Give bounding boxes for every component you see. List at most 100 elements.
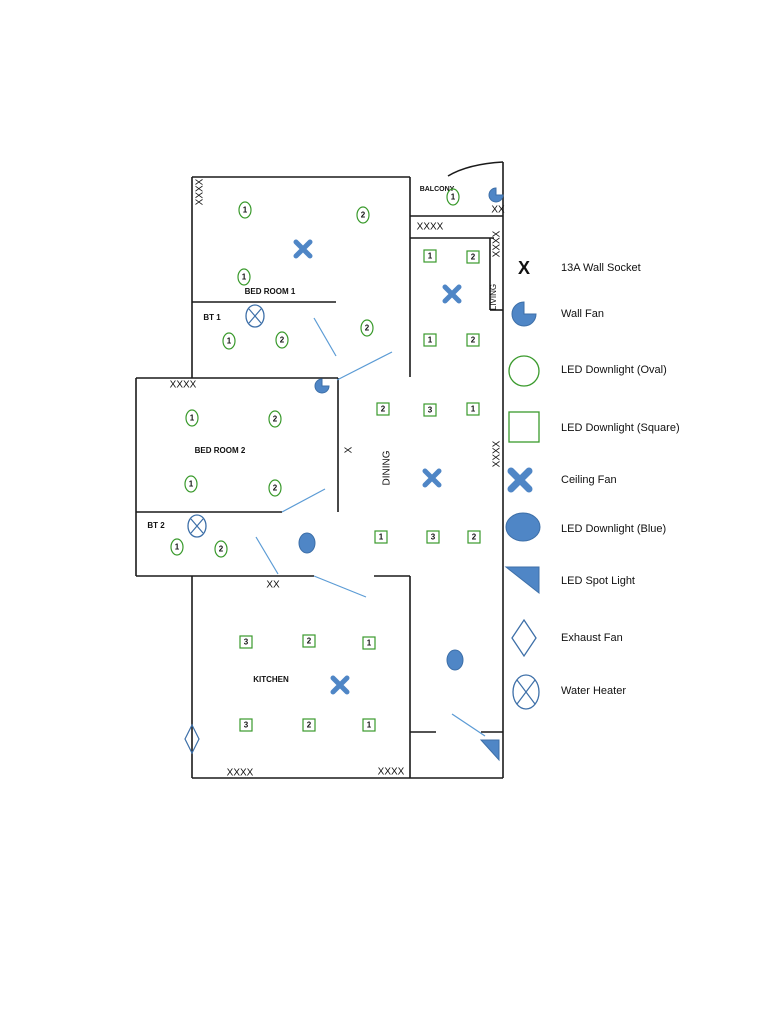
led-downlight-oval: 1: [237, 268, 251, 286]
led-downlight-oval: 2: [360, 319, 374, 337]
fixture-number: 1: [175, 543, 180, 552]
led-downlight-square: 2: [467, 530, 481, 544]
kitchen-label: KITCHEN: [253, 675, 289, 684]
bed-room-1-label: BED ROOM 1: [245, 287, 296, 296]
fixture-number: 3: [431, 533, 436, 542]
led-downlight-square: 1: [466, 402, 480, 416]
led-downlight-oval: 1: [184, 475, 198, 493]
led-downlight-square: 2: [302, 718, 316, 732]
door-swing: [281, 488, 326, 513]
fixture-number: 2: [273, 484, 278, 493]
wall-socket-icon: X: [518, 258, 530, 278]
legend-label-led-spot-light: LED Spot Light: [561, 575, 635, 587]
fixture-number: 2: [381, 405, 386, 414]
living-label: LIVING: [489, 284, 498, 310]
ceiling-fan: [442, 284, 462, 304]
bt-1-label: BT 1: [203, 313, 221, 322]
ceiling-fan: [293, 239, 313, 259]
fixture-number: 2: [273, 415, 278, 424]
led-downlight-oval: 2: [268, 479, 282, 497]
fixture-number: 1: [428, 252, 433, 261]
led-downlight-oval: 1: [170, 538, 184, 556]
fixture-number: 1: [428, 336, 433, 345]
led-downlight-square-icon: [508, 411, 540, 443]
wall-socket-label: XXXX: [195, 178, 206, 205]
fixture-number: 1: [243, 206, 248, 215]
fixture-number: 3: [244, 721, 249, 730]
led-downlight-blue-icon: [505, 512, 541, 542]
door-swing: [336, 351, 393, 381]
wall-fan: [314, 378, 330, 394]
led-downlight-oval: 1: [238, 201, 252, 219]
legend-label-ceiling-fan: Ceiling Fan: [561, 474, 617, 486]
fixture-number: 2: [472, 533, 477, 542]
wall-socket-label: XXXX: [492, 230, 503, 257]
led-downlight-square: 2: [376, 402, 390, 416]
led-downlight-square: 2: [466, 250, 480, 264]
legend-label-led-downlight-blue: LED Downlight (Blue): [561, 523, 667, 535]
led-downlight-square: 3: [426, 530, 440, 544]
dining-label: DINING: [382, 450, 393, 485]
led-downlight-oval: 2: [214, 540, 228, 558]
fixtures: 1 2 1 1 2 2 1 1 2 1 2 2 3 1 1 3 2 1 2 1 2 1 2 3 2 1 3 2 1: [170, 187, 504, 762]
exhaust-fan: [184, 723, 200, 755]
bt-2-label: BT 2: [147, 521, 165, 530]
wall-socket-label: XXXX: [378, 767, 405, 778]
wall-socket-label: XXXX: [170, 380, 197, 391]
fixture-number: 3: [244, 638, 249, 647]
legend-label-led-downlight-square: LED Downlight (Square): [561, 422, 680, 434]
wall-fan: [488, 187, 504, 203]
led-downlight-oval-icon: [508, 355, 540, 387]
balcony-door-arc: [447, 161, 504, 177]
fixture-number: 2: [361, 211, 366, 220]
led-downlight-square: 1: [362, 718, 376, 732]
wall-socket-label: XXXX: [417, 222, 444, 233]
led-downlight-oval: 2: [356, 206, 370, 224]
fixture-number: 1: [227, 337, 232, 346]
led-downlight-square: 3: [239, 718, 253, 732]
ceiling-fan-icon: [507, 467, 533, 493]
fixture-number: 1: [242, 273, 247, 282]
wall-socket-label: XXXX: [227, 768, 254, 779]
led-downlight-blue: [446, 649, 464, 671]
door-swing: [313, 575, 367, 598]
fixture-number: 2: [471, 336, 476, 345]
legend-label-exhaust-fan: Exhaust Fan: [561, 632, 623, 644]
walls: [135, 161, 504, 779]
led-downlight-square: 1: [362, 636, 376, 650]
fixture-number: 2: [219, 545, 224, 554]
led-downlight-square: 1: [423, 333, 437, 347]
fixture-number: 1: [471, 405, 476, 414]
led-spot-light: [479, 739, 500, 762]
water-heater: [187, 514, 207, 538]
led-spot-light-icon: [504, 566, 540, 595]
fixture-number: 1: [367, 639, 372, 648]
led-downlight-square: 1: [374, 530, 388, 544]
fixture-number: 1: [190, 414, 195, 423]
ceiling-fan: [330, 675, 350, 695]
door-swings: [255, 317, 486, 737]
legend-label-wall-socket: 13A Wall Socket: [561, 262, 641, 274]
water-heater-icon: [512, 674, 540, 710]
wall-fan-icon: [511, 301, 537, 327]
wall-socket-label: XX: [266, 580, 280, 591]
led-downlight-square: 3: [423, 403, 437, 417]
wall-socket-label: XXXX: [492, 440, 503, 467]
door-swing: [451, 713, 486, 737]
led-downlight-oval: 2: [275, 331, 289, 349]
balcony-label: BALCONY: [420, 186, 455, 193]
fixture-number: 1: [379, 533, 384, 542]
ceiling-fan: [422, 468, 442, 488]
fixture-number: 2: [365, 324, 370, 333]
fixture-number: 2: [471, 253, 476, 262]
led-downlight-square: 2: [302, 634, 316, 648]
wall-socket-label: XX: [491, 205, 505, 216]
water-heater: [245, 304, 265, 328]
led-downlight-oval: 1: [446, 188, 460, 206]
legend-symbols: X: [504, 258, 541, 710]
led-downlight-square: 3: [239, 635, 253, 649]
